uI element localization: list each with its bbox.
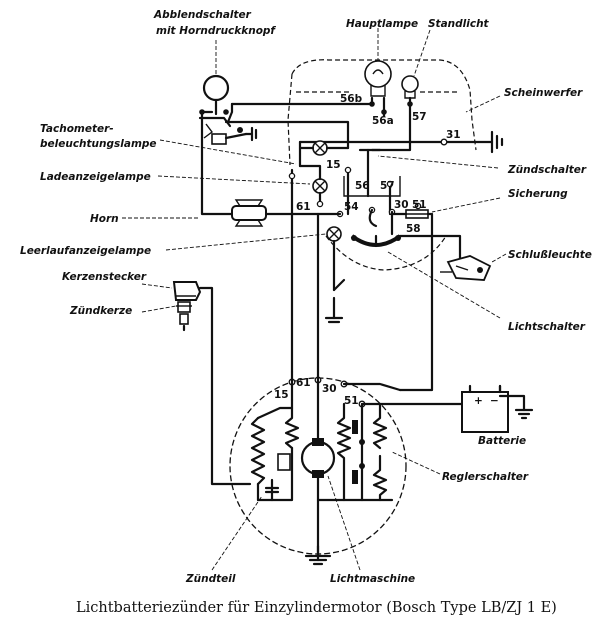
- label-parking-lamp: Standlicht: [428, 18, 490, 30]
- label-headlight: Scheinwerfer: [504, 87, 583, 99]
- leader-lines: [122, 28, 507, 571]
- tacho-lamp: [312, 140, 328, 156]
- spark-plug: [172, 281, 202, 332]
- terminal-15-top: 15: [326, 159, 341, 171]
- ground-symbol-31: [490, 130, 504, 154]
- diagram-caption: Lichtbatteriezünder für Einzylindermotor…: [76, 600, 557, 616]
- terminal-57-top: 57: [412, 111, 427, 123]
- regulator: [316, 402, 394, 502]
- label-dimmer-switch: Abblendschalter: [153, 9, 252, 21]
- generator-armature: [300, 438, 336, 478]
- dimmer-switch: [198, 74, 248, 145]
- charge-lamp: [312, 178, 328, 194]
- tacho-ground: [244, 126, 258, 142]
- tail-lamp: [440, 255, 492, 281]
- label-main-lamp: Hauptlampe: [346, 18, 418, 30]
- label-regulator: Reglerschalter: [442, 471, 529, 483]
- main-lamp: [364, 60, 392, 97]
- label-ignition-part: Zündteil: [185, 573, 236, 585]
- terminal-56b: 56b: [340, 93, 363, 105]
- battery: + −: [461, 384, 509, 433]
- terminal-15-bottom: 15: [274, 389, 289, 401]
- label-tacho-lamp-2: beleuchtungslampe: [40, 138, 157, 150]
- terminal-56: 56: [355, 180, 370, 192]
- label-horn: Horn: [90, 213, 119, 225]
- terminal-61-top: 61: [296, 201, 311, 213]
- terminal-58: 58: [406, 223, 421, 235]
- label-spark-plug: Zündkerze: [69, 305, 132, 317]
- battery-minus-sign: −: [490, 395, 499, 407]
- fuse: [405, 209, 429, 219]
- battery-plus-sign: +: [474, 395, 483, 407]
- headlight-housing: [287, 59, 477, 271]
- label-neutral-lamp: Leerlaufanzeigelampe: [20, 245, 151, 257]
- label-light-switch: Lichtschalter: [508, 321, 586, 333]
- battery-ground: [514, 408, 534, 420]
- terminal-30-top: 30: [394, 199, 409, 211]
- ignition-switch: [343, 148, 401, 216]
- label-ignition-switch: Zündschalter: [507, 164, 587, 176]
- parking-lamp: [401, 75, 419, 99]
- label-battery: Batterie: [478, 435, 526, 447]
- terminal-30-bottom: 30: [322, 383, 337, 395]
- label-tacho-lamp-1: Tachometer-: [40, 123, 114, 135]
- label-fuse: Sicherung: [508, 188, 568, 200]
- terminal-31: 31: [446, 129, 461, 141]
- label-tail-lamp: Schlußleuchte: [508, 249, 592, 261]
- label-horn-button: mit Horndruckknopf: [156, 25, 276, 37]
- terminal-51-bottom: 51: [344, 395, 359, 407]
- terminal-51-top: 51: [412, 199, 427, 211]
- neutral-lamp: [326, 226, 342, 242]
- label-generator: Lichtmaschine: [330, 573, 415, 585]
- ignition-coil: [250, 398, 300, 502]
- neutral-switch: [324, 278, 346, 324]
- terminal-56a: 56a: [372, 115, 394, 127]
- label-plug-connector: Kerzenstecker: [62, 271, 147, 283]
- generator-ground: [304, 544, 332, 566]
- light-switch: [350, 234, 402, 248]
- terminal-61-bottom: 61: [296, 377, 311, 389]
- label-charge-lamp: Ladeanzeigelampe: [40, 171, 151, 183]
- horn: [231, 199, 267, 227]
- terminal-54: 54: [344, 201, 359, 213]
- terminal-57: 57: [380, 180, 395, 192]
